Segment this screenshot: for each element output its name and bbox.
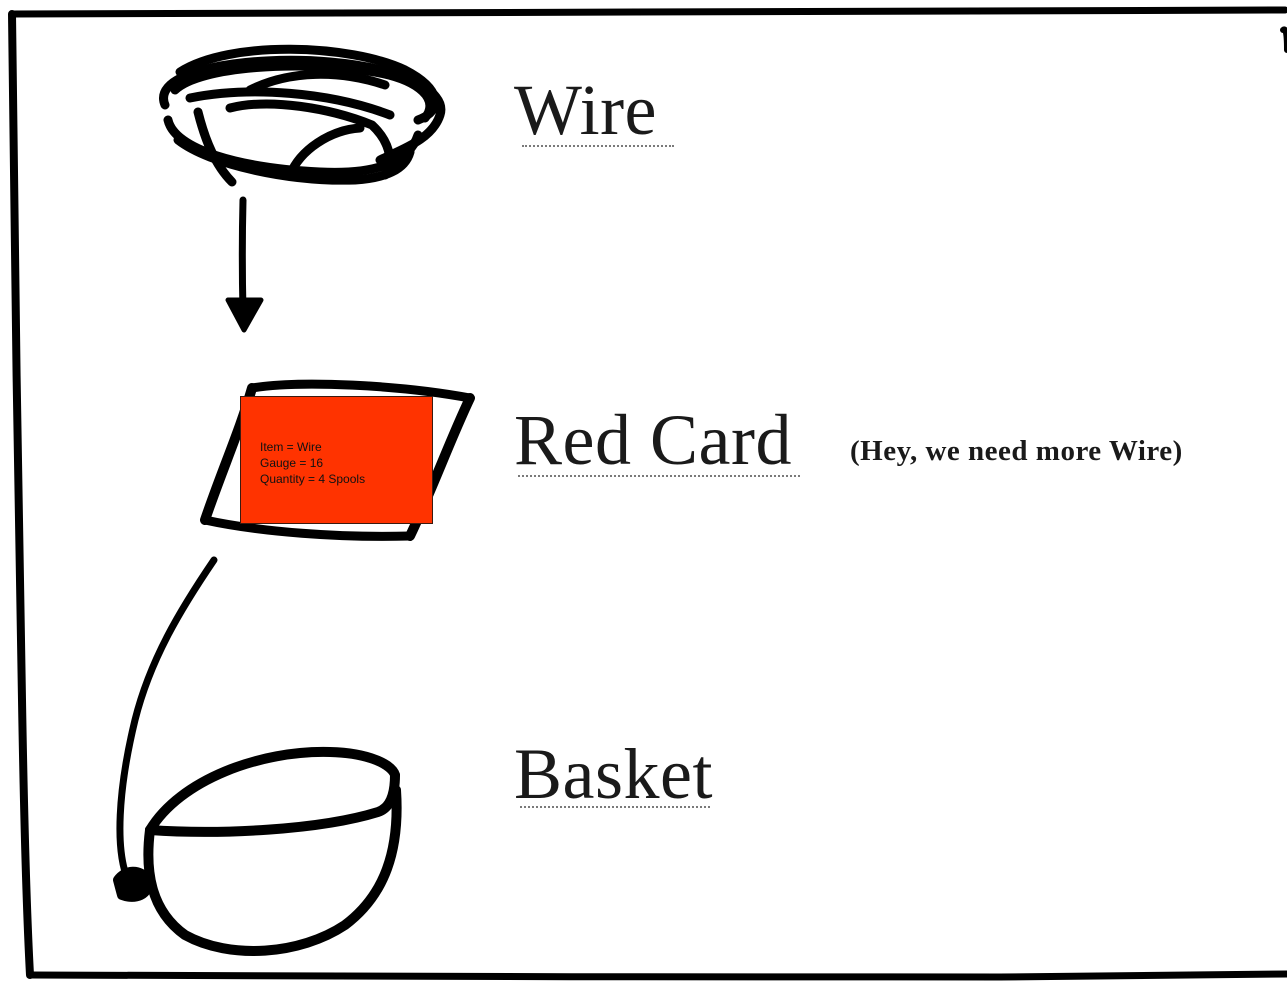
wire-label: Wire xyxy=(514,70,658,150)
basket-label: Basket xyxy=(514,734,713,814)
connector-line xyxy=(116,556,218,884)
card-quantity-line: Quantity = 4 Spools xyxy=(260,472,366,486)
wire-underline xyxy=(522,145,674,147)
card-details: Item = Wire Gauge = 16 Quantity = 4 Spoo… xyxy=(260,439,365,487)
basket-icon xyxy=(113,746,402,957)
red-card-label: Red Card xyxy=(514,400,792,480)
down-arrow-icon xyxy=(225,196,264,333)
red-card-note: (Hey, we need more Wire) xyxy=(850,435,1183,467)
red-card-underline xyxy=(518,475,800,477)
red-card-icon: Item = Wire Gauge = 16 Quantity = 4 Spoo… xyxy=(240,396,433,524)
card-item-line: Item = Wire xyxy=(260,440,322,454)
frame xyxy=(8,6,1287,981)
wire-coil-icon xyxy=(159,44,446,187)
card-gauge-line: Gauge = 16 xyxy=(260,456,324,470)
basket-underline xyxy=(520,806,710,808)
